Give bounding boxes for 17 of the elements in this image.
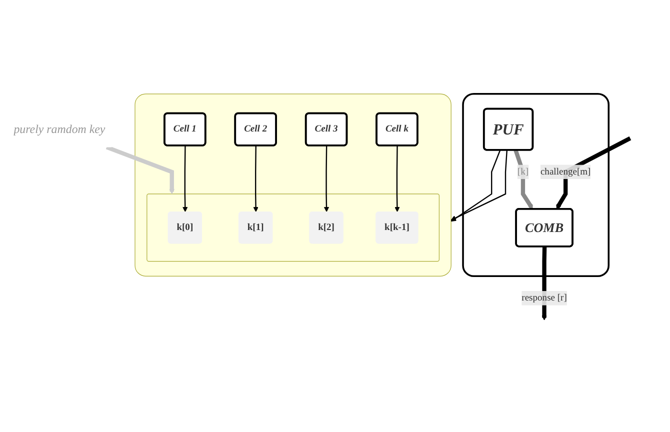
edge-label: response [r] xyxy=(522,292,567,303)
cluster xyxy=(146,194,440,262)
node-box: k[k-1] xyxy=(376,212,418,244)
arrow xyxy=(514,150,534,210)
cluster xyxy=(462,93,610,278)
cluster xyxy=(134,94,452,276)
node-box: k[1] xyxy=(238,212,273,244)
node-box: k[0] xyxy=(168,212,202,244)
edge-label: [k] xyxy=(517,166,529,177)
arrow xyxy=(106,145,174,194)
arrow xyxy=(253,146,258,212)
arrow xyxy=(182,146,188,212)
node-text: purely ramdom key xyxy=(14,122,106,136)
node-box: k[2] xyxy=(309,212,344,244)
arrow xyxy=(324,146,330,212)
arrow xyxy=(394,146,400,212)
edge-label: challenge[m] xyxy=(540,166,591,177)
